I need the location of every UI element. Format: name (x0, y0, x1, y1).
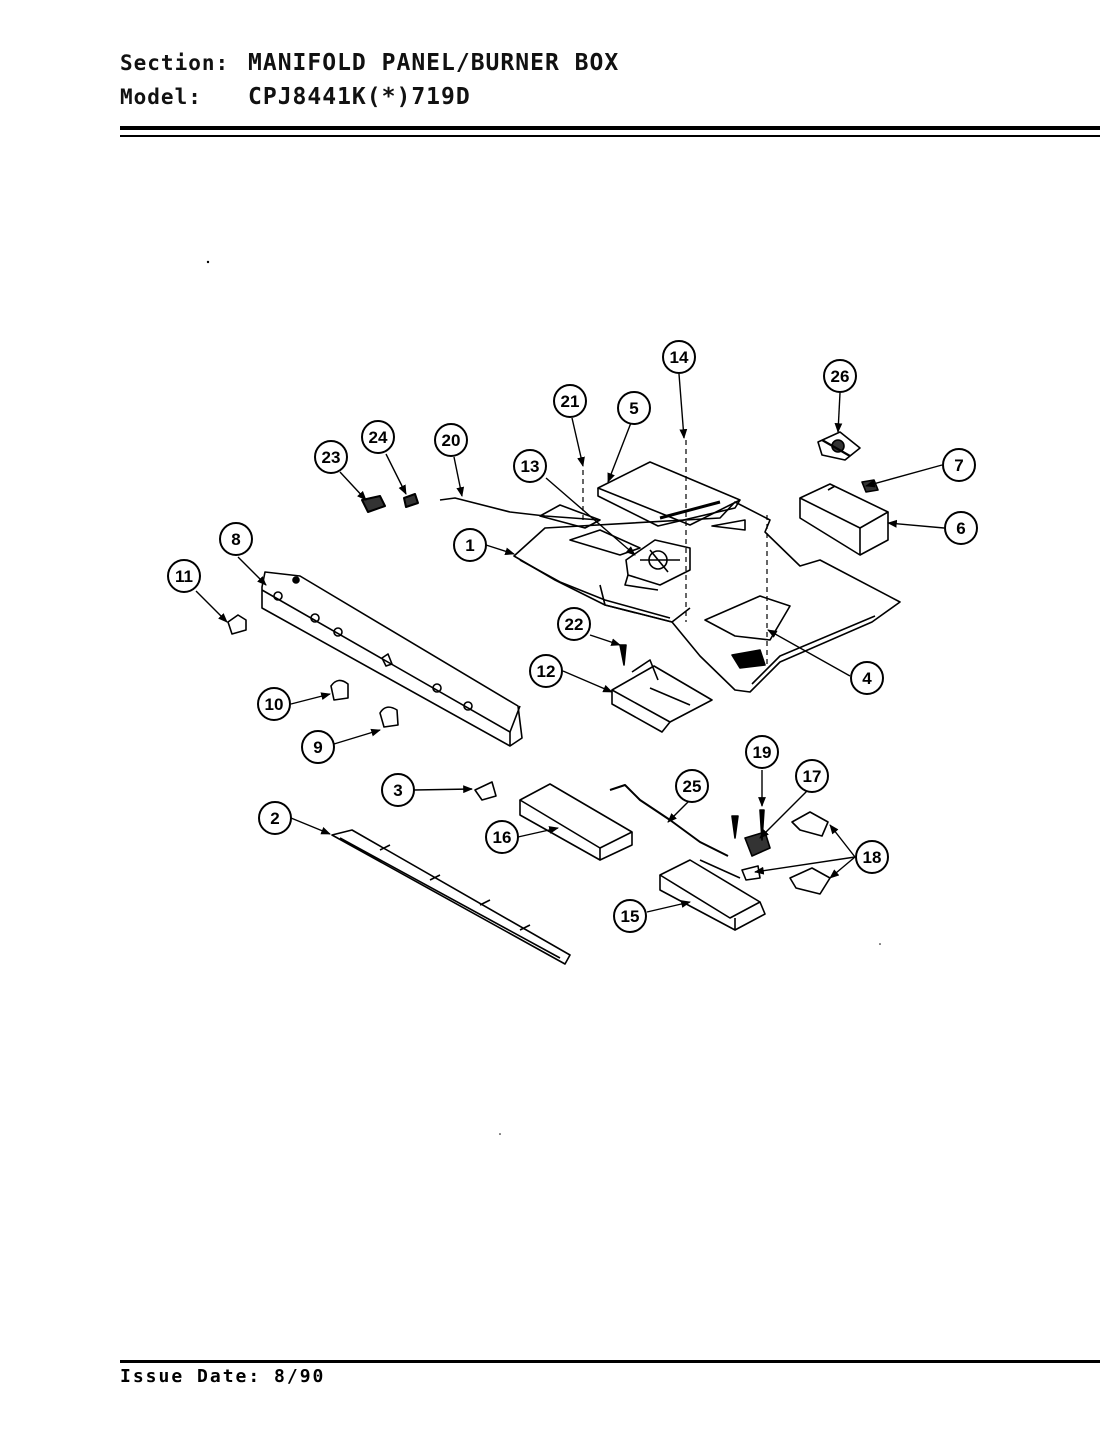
callout-label: 26 (831, 367, 850, 386)
callout-20: 20 (434, 423, 468, 457)
cover-plate-part (597, 461, 741, 527)
callout-11: 11 (167, 559, 201, 593)
scan-speck (499, 1133, 501, 1135)
callout-24: 24 (361, 420, 395, 454)
callout-label: 15 (621, 907, 640, 926)
callout-label: 1 (465, 536, 474, 555)
callout-23: 23 (314, 440, 348, 474)
footer-rule (120, 1360, 1100, 1363)
callout-3: 3 (381, 773, 415, 807)
callout-label: 23 (322, 448, 341, 467)
callout-19: 19 (745, 735, 779, 769)
callout-9: 9 (301, 730, 335, 764)
callout-6: 6 (944, 511, 978, 545)
rail-part (331, 829, 571, 965)
callout-label: 12 (537, 662, 556, 681)
callout-4: 4 (850, 661, 884, 695)
callout-label: 3 (393, 781, 402, 800)
section-row: Section: MANIFOLD PANEL/BURNER BOX (120, 50, 619, 76)
callout-label: 4 (862, 669, 872, 688)
callout-label: 7 (954, 456, 963, 475)
callout-12: 12 (529, 654, 563, 688)
callout-label: 20 (442, 431, 461, 450)
channel-part (519, 783, 633, 861)
callout-label: 17 (803, 767, 822, 786)
callout-7: 7 (942, 448, 976, 482)
wire-part (609, 784, 729, 857)
callout-label: 9 (313, 738, 322, 757)
lower-channel-part (659, 859, 766, 931)
callout-21: 21 (553, 384, 587, 418)
callout-18: 18 (855, 840, 889, 874)
knob-parts (227, 614, 399, 728)
callout-label: 25 (683, 777, 702, 796)
issue-date: Issue Date: 8/90 (120, 1366, 326, 1387)
callout-8: 8 (219, 522, 253, 556)
section-value: MANIFOLD PANEL/BURNER BOX (248, 50, 620, 76)
callout-markers: 1 2 3 4 5 6 7 8 9 10 11 12 13 14 15 16 1… (167, 340, 978, 933)
leader-lines (195, 373, 945, 913)
callout-15: 15 (613, 899, 647, 933)
scan-speck (879, 943, 881, 945)
callout-label: 14 (670, 348, 689, 367)
callout-label: 19 (753, 743, 772, 762)
model-label: Model: (120, 85, 202, 109)
callout-label: 10 (265, 695, 284, 714)
burner-box-part (799, 483, 889, 556)
callout-label: 2 (270, 809, 279, 828)
small-bracket-part (474, 781, 497, 801)
section-label: Section: (120, 51, 230, 75)
callout-label: 22 (565, 615, 584, 634)
callout-label: 5 (629, 399, 638, 418)
header-rule-thin (120, 135, 1100, 137)
callout-label: 8 (231, 530, 240, 549)
callout-22: 22 (557, 607, 591, 641)
spring-parts (361, 493, 419, 513)
callout-1: 1 (453, 528, 487, 562)
model-value: CPJ8441K(*)719D (248, 84, 471, 110)
manifold-panel-part (513, 501, 901, 693)
callout-label: 24 (369, 428, 388, 447)
front-panel-part (261, 571, 523, 747)
callout-label: 11 (175, 567, 193, 586)
callout-16: 16 (485, 820, 519, 854)
model-row: Model: CPJ8441K(*)719D (120, 84, 471, 110)
callout-label: 16 (493, 828, 512, 847)
tube-part (439, 497, 601, 521)
callout-25: 25 (675, 769, 709, 803)
scan-speck (206, 260, 210, 264)
callout-17: 17 (795, 759, 829, 793)
callout-10: 10 (257, 687, 291, 721)
burner-head-part (624, 539, 691, 591)
valve-part (817, 431, 861, 461)
igniter-part (744, 831, 771, 857)
long-screw-part (759, 809, 765, 841)
callout-label: 6 (956, 519, 965, 538)
callout-14: 14 (662, 340, 696, 374)
callout-label: 18 (863, 848, 882, 867)
callout-13: 13 (513, 449, 547, 483)
callout-2: 2 (258, 801, 292, 835)
screw-part (619, 644, 627, 666)
bracket-part (611, 659, 713, 733)
callout-26: 26 (823, 359, 857, 393)
callout-label: 13 (521, 457, 540, 476)
assembly-guide-lines (582, 440, 768, 668)
callout-label: 21 (561, 392, 580, 411)
callout-5: 5 (617, 391, 651, 425)
header-rule-thick (120, 126, 1100, 130)
mount-bracket-parts (741, 811, 831, 895)
clip-part (861, 479, 879, 493)
